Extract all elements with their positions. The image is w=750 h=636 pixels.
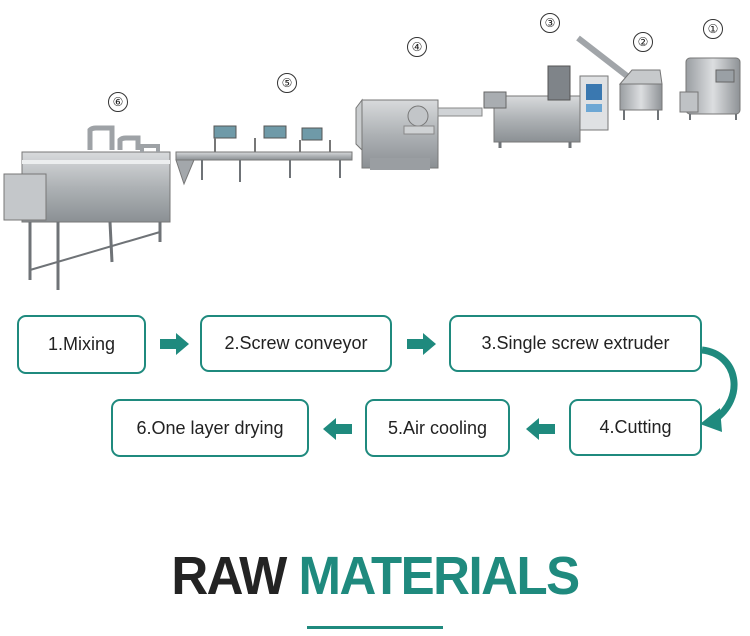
step-one-layer-drying: 6.One layer drying [111,399,309,457]
single-screw-extruder [483,65,609,148]
production-line-illustration [3,35,741,290]
arrow-right-icon [407,333,436,355]
title-word-raw: RAW [171,545,287,606]
title-word-materials: MATERIALS [298,545,580,606]
step-screw-conveyor: 2.Screw conveyor [200,315,392,372]
section-title: RAW MATERIALS [0,545,750,607]
title-underline [307,626,443,629]
arrow-left-icon [323,418,352,440]
step-single-screw-extruder: 3.Single screw extruder [449,315,702,372]
machine-number-4: ④ [407,37,427,57]
cooling-conveyor [175,125,353,186]
cutting-machine [355,98,483,170]
machine-number-2: ② [633,32,653,52]
mixing-machine [679,57,741,120]
machine-number-3: ③ [540,13,560,33]
arrow-right-icon [160,333,189,355]
screw-conveyor [576,35,663,120]
curved-arrow-icon [700,346,738,432]
step-cutting: 4.Cutting [569,399,702,456]
dryer-machine [3,125,171,290]
machine-number-6: ⑥ [108,92,128,112]
arrow-left-icon [526,418,555,440]
step-mixing: 1.Mixing [17,315,146,374]
step-air-cooling: 5.Air cooling [365,399,510,457]
machine-number-5: ⑤ [277,73,297,93]
machine-number-1: ① [703,19,723,39]
